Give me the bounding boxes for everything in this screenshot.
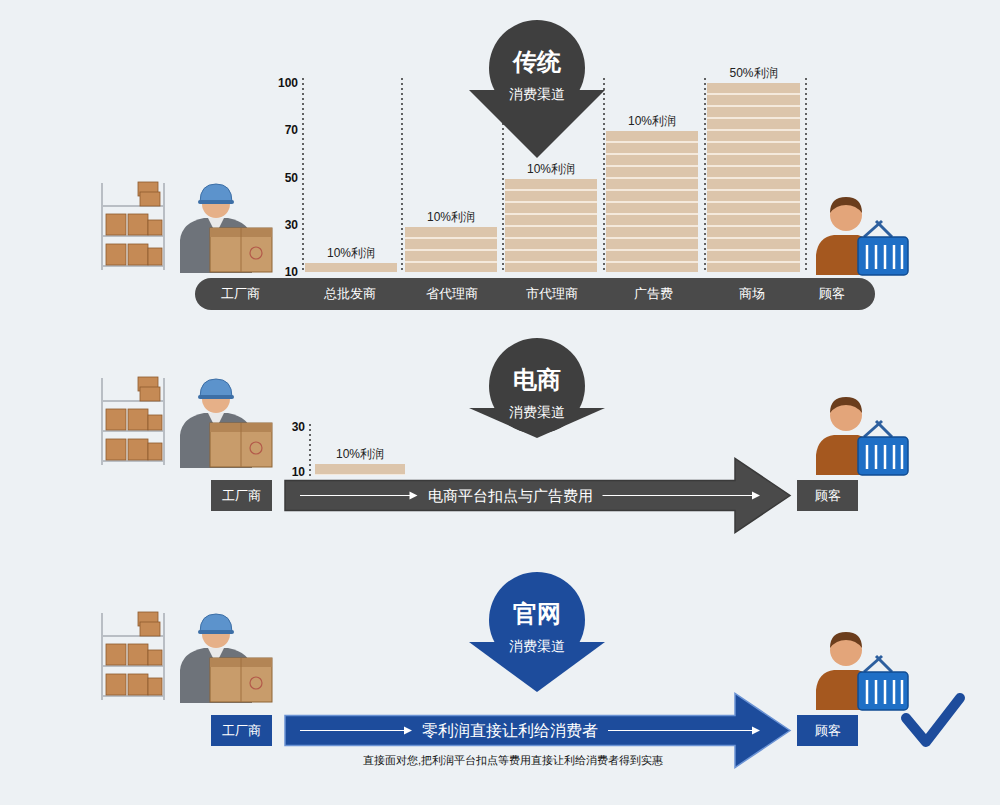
profit-label: 10%利润 bbox=[395, 210, 507, 225]
customer-figure bbox=[816, 397, 908, 475]
badge-subtitle: 消费渠道 bbox=[469, 403, 605, 421]
profit-label: 10%利润 bbox=[596, 114, 708, 129]
channel-badge: 传统消费渠道 bbox=[469, 20, 605, 158]
flow-label: 零利润直接让利给消费者 bbox=[422, 721, 598, 741]
axis-value: 30 bbox=[285, 218, 298, 233]
party-box: 工厂商 bbox=[211, 715, 272, 746]
axis-value: 10 bbox=[292, 465, 305, 480]
axis-value: 10 bbox=[285, 265, 298, 280]
badge-title: 官网 bbox=[469, 600, 605, 628]
party-box: 顾客 bbox=[797, 715, 858, 746]
box-label: 顾客 bbox=[815, 723, 841, 739]
profit-bar: 10%利润 bbox=[315, 464, 405, 475]
box-label: 工厂商 bbox=[222, 488, 261, 504]
box-label: 顾客 bbox=[815, 488, 841, 504]
profit-bar: 10%利润 bbox=[606, 131, 698, 272]
factory-worker bbox=[102, 377, 272, 468]
channel-band: 工厂商 总批发商 省代理商 市代理商 广告费 商场 顾客 bbox=[195, 278, 875, 310]
customer-figure bbox=[816, 197, 908, 275]
flow-arrow bbox=[285, 459, 790, 533]
profit-bar: 10%利润 bbox=[405, 227, 497, 272]
profit-label: 10%利润 bbox=[495, 162, 607, 177]
profit-bar: 10%利润 bbox=[305, 263, 397, 272]
axis-value: 70 bbox=[285, 123, 298, 138]
factory-worker bbox=[102, 182, 272, 273]
band-label: 总批发商 bbox=[324, 278, 376, 310]
band-label: 顾客 bbox=[819, 278, 845, 310]
party-box: 顾客 bbox=[797, 480, 858, 511]
note-text: 直接面对您,把利润平台扣点等费用直接让利给消费者得到实惠 bbox=[363, 753, 663, 767]
grid-lines bbox=[303, 78, 806, 476]
badge-title: 电商 bbox=[469, 366, 605, 394]
flow-label: 电商平台扣点与广告费用 bbox=[428, 486, 593, 506]
axis-value: 100 bbox=[278, 76, 298, 91]
band-label: 工厂商 bbox=[221, 278, 260, 310]
flow-arrow bbox=[285, 694, 790, 768]
band-label: 市代理商 bbox=[526, 278, 578, 310]
badge-subtitle: 消费渠道 bbox=[469, 637, 605, 655]
customer-figure bbox=[816, 632, 908, 710]
badge-shape bbox=[469, 572, 605, 692]
party-box: 工厂商 bbox=[211, 480, 272, 511]
check-mark bbox=[906, 698, 960, 742]
badge-subtitle: 消费渠道 bbox=[469, 85, 605, 103]
channel-badge: 电商消费渠道 bbox=[469, 338, 605, 438]
profit-label: 10%利润 bbox=[305, 447, 415, 462]
channel-badge: 官网消费渠道 bbox=[469, 572, 605, 692]
band-label: 省代理商 bbox=[426, 278, 478, 310]
badge-title: 传统 bbox=[469, 48, 605, 76]
axis-value: 30 bbox=[292, 420, 305, 435]
band-label: 商场 bbox=[739, 278, 765, 310]
profit-label: 50%利润 bbox=[697, 66, 810, 81]
profit-bar: 50%利润 bbox=[707, 83, 800, 272]
profit-bar: 10%利润 bbox=[505, 179, 597, 272]
band-label: 广告费 bbox=[634, 278, 673, 310]
box-label: 工厂商 bbox=[222, 723, 261, 739]
profit-label: 10%利润 bbox=[295, 246, 407, 261]
axis-value: 50 bbox=[285, 171, 298, 186]
factory-worker bbox=[102, 612, 272, 703]
